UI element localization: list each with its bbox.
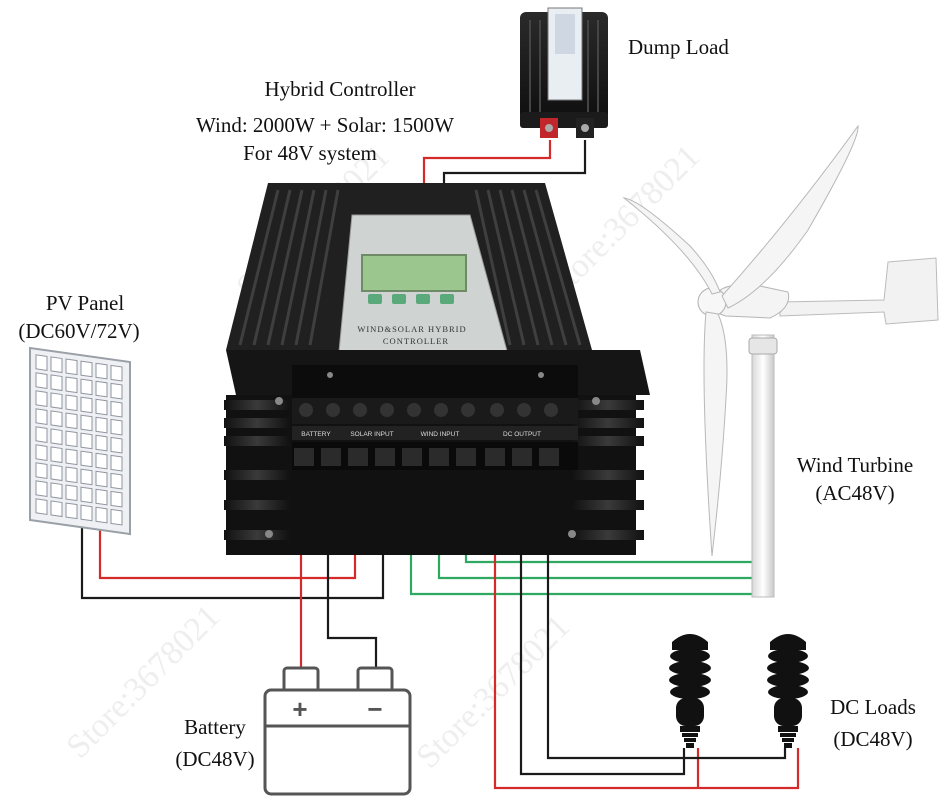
controller-spec: Wind: 2000W + Solar: 1500W	[196, 113, 454, 137]
controller-icon: WIND&SOLAR HYBRID CONTROLLER BATTERY SOL…	[224, 183, 650, 555]
terminal-label-wind: WIND INPUT	[421, 431, 460, 438]
solar-panel-icon	[29, 346, 131, 536]
front-label-1: WIND&SOLAR HYBRID	[357, 324, 466, 334]
battery-label: Battery	[184, 715, 246, 739]
wind-turbine-label: Wind Turbine	[796, 453, 914, 477]
dump-load-negative-wire	[442, 140, 587, 190]
battery-spec: (DC48V)	[175, 747, 255, 771]
battery-plus-symbol: +	[292, 694, 307, 724]
wind-turbine-icon	[622, 124, 939, 598]
bulb-1-icon	[669, 634, 711, 748]
dc-loads-spec: (DC48V)	[833, 727, 913, 751]
dump-load-icon	[520, 7, 608, 138]
dc-loads-label: DC Loads	[830, 695, 916, 719]
controller-title: Hybrid Controller	[264, 77, 416, 101]
dc-load-negative-wire	[519, 468, 686, 776]
battery-icon: + −	[263, 666, 412, 796]
pv-panel-label: PV Panel	[45, 291, 125, 315]
dump-load-positive-wire	[422, 140, 552, 190]
dump-load-label: Dump Load	[628, 35, 729, 59]
pv-panel-spec: (DC60V/72V)	[18, 319, 140, 343]
terminal-label-dc: DC OUTPUT	[503, 431, 541, 438]
bulb-2-icon	[767, 634, 809, 748]
terminal-label-battery: BATTERY	[301, 431, 331, 438]
watermark-text-3: Store:3678021	[59, 598, 227, 766]
wind-turbine-spec: (AC48V)	[815, 481, 895, 505]
dc-load-negative-wire-2	[546, 468, 787, 760]
terminal-label-solar: SOLAR INPUT	[350, 431, 393, 438]
controller-system: For 48V system	[243, 141, 377, 165]
dc-load-positive-wire	[493, 468, 800, 790]
front-label-2: CONTROLLER	[383, 336, 449, 346]
watermark-text-4: Store:3678021	[409, 608, 577, 776]
battery-minus-symbol: −	[367, 694, 382, 724]
bulb-icon	[669, 634, 809, 748]
